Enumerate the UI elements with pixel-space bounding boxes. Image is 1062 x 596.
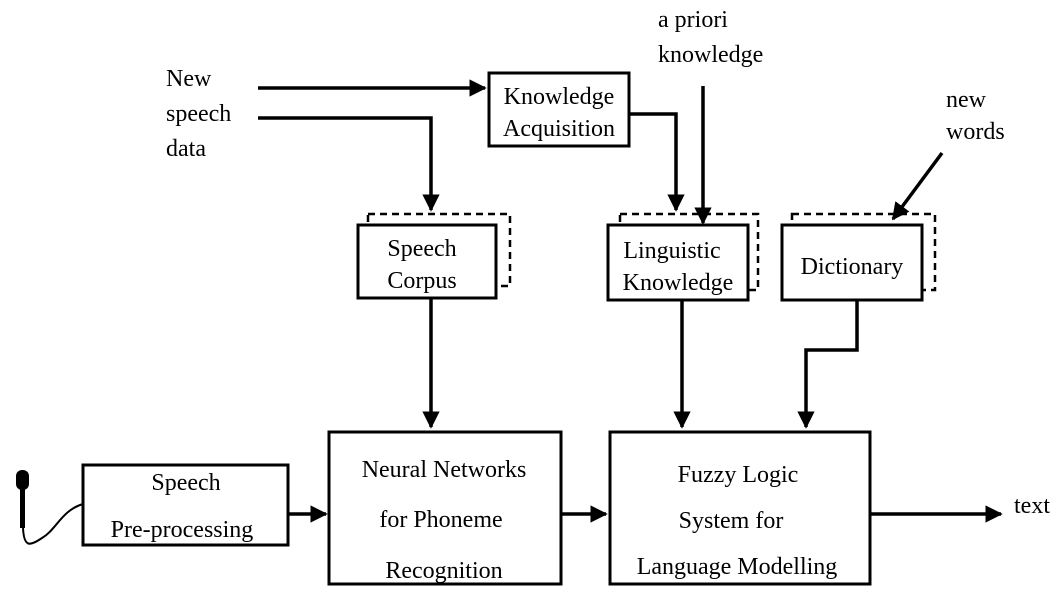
svg-text:new: new	[946, 87, 987, 113]
svg-text:System for: System for	[679, 508, 784, 534]
microphone-icon	[16, 470, 84, 545]
svg-text:words: words	[946, 119, 1005, 145]
svg-text:speech: speech	[166, 101, 231, 127]
arrow-new-words-to-dictionary	[891, 151, 944, 221]
svg-text:Fuzzy Logic: Fuzzy Logic	[678, 462, 799, 488]
a-priori-knowledge-label: a priori knowledge	[658, 7, 763, 68]
svg-text:data: data	[166, 136, 206, 162]
svg-text:Linguistic: Linguistic	[623, 238, 720, 264]
text-output-label: text	[1014, 493, 1050, 519]
speech-corpus-box: Speech Corpus	[356, 212, 512, 300]
new-words-label: new words	[946, 87, 1005, 145]
svg-text:knowledge: knowledge	[658, 42, 763, 68]
svg-text:Knowledge: Knowledge	[504, 84, 615, 110]
svg-text:a priori: a priori	[658, 7, 728, 33]
neural-networks-box: Neural Networks for Phoneme Recognition	[327, 430, 563, 586]
arrow-acquisition-to-linguistic	[629, 112, 685, 212]
new-speech-data-label: New speech data	[166, 66, 231, 162]
fuzzy-logic-box: Fuzzy Logic System for Language Modellin…	[608, 430, 872, 586]
arrow-speech-data-to-corpus	[258, 116, 440, 212]
svg-text:Corpus: Corpus	[387, 268, 456, 294]
linguistic-knowledge-box: Linguistic Knowledge	[606, 212, 760, 302]
dictionary-box: Dictionary	[780, 212, 937, 302]
svg-text:Knowledge: Knowledge	[623, 270, 734, 296]
svg-text:Language Modelling: Language Modelling	[637, 554, 838, 580]
svg-text:Recognition: Recognition	[385, 558, 502, 584]
svg-text:Neural Networks: Neural Networks	[362, 457, 527, 483]
speech-preprocessing-box: Speech Pre-processing	[81, 463, 290, 547]
svg-text:Speech: Speech	[387, 236, 456, 262]
svg-text:Dictionary: Dictionary	[801, 254, 904, 280]
svg-text:Pre-processing: Pre-processing	[111, 517, 254, 543]
svg-text:Speech: Speech	[151, 470, 220, 496]
svg-text:New: New	[166, 66, 212, 92]
arrow-dictionary-to-fuzzy	[797, 300, 859, 429]
svg-text:Acquisition: Acquisition	[503, 116, 615, 142]
svg-text:for Phoneme: for Phoneme	[379, 507, 502, 533]
knowledge-acquisition-box: Knowledge Acquisition	[487, 71, 631, 148]
